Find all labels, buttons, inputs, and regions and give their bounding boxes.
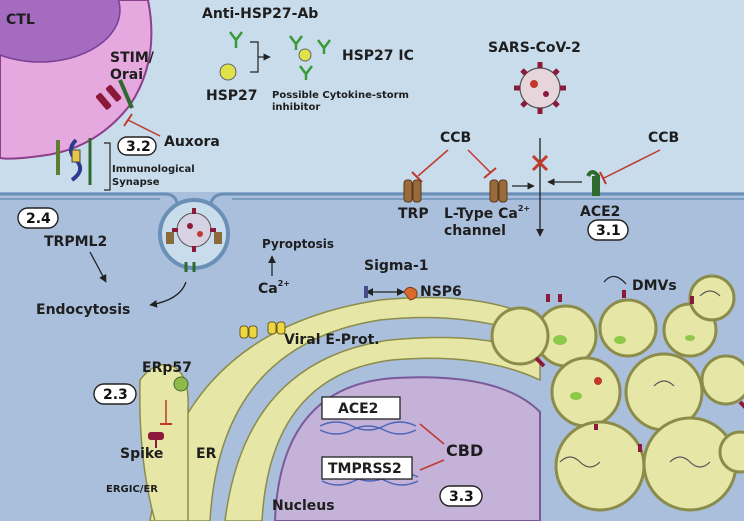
synapse-line1: Immunological xyxy=(112,164,195,175)
cbd-label: CBD xyxy=(446,441,483,460)
ergic-er-label: ERGIC/ER xyxy=(106,484,158,495)
ccb-ace2-bar xyxy=(599,171,607,185)
ace2-gene-label: ACE2 xyxy=(338,401,378,417)
auxora-label: Auxora xyxy=(164,134,220,150)
ergic-er-compartment xyxy=(139,363,189,521)
synapse-line2: Synapse xyxy=(112,177,160,188)
cbd-ace2-inhibit xyxy=(419,423,445,445)
badge-3-3: 3.3 xyxy=(439,485,483,507)
badge-2-3-text: 2.3 xyxy=(103,387,128,403)
auxora-inhibit-bar xyxy=(123,113,133,127)
trpml2-arrow xyxy=(89,251,107,283)
viral-e-protein xyxy=(239,321,286,339)
l-type-channel xyxy=(489,179,508,203)
ccb-right-label: CCB xyxy=(648,130,679,146)
ccb-left-label: CCB xyxy=(440,130,471,146)
viral-e-prot-label: Viral E-Prot. xyxy=(284,332,380,348)
ctl-cell xyxy=(0,0,153,160)
synapse-label: Immunological Synapse xyxy=(112,164,198,188)
dna-strand-ace2-b xyxy=(319,425,417,435)
auxora-inhibit-line xyxy=(127,119,161,137)
badge-2-3: 2.3 xyxy=(93,383,137,405)
pyroptosis-label: Pyroptosis xyxy=(262,237,334,251)
stim-orai-label: STIM/ Orai xyxy=(110,50,159,83)
synapse-bracket xyxy=(104,142,111,191)
ccb-trp-inhibit xyxy=(417,149,449,177)
ltype-line2: channel xyxy=(444,223,506,239)
dmv-cluster xyxy=(490,274,744,512)
ltype-line1: L-Type Ca2+ xyxy=(444,204,530,222)
badge-2-4-text: 2.4 xyxy=(26,211,51,227)
tmprss2-gene-box xyxy=(321,456,413,480)
cytokine-line1: Possible Cytokine-storm xyxy=(272,90,409,101)
tmprss2-gene-label: TMPRSS2 xyxy=(328,461,402,477)
ace2-receptor xyxy=(586,170,600,196)
dmvs-pointer xyxy=(603,275,627,285)
ca-text: Ca xyxy=(258,281,278,297)
hsp27-ic-label: HSP27 IC xyxy=(342,48,414,64)
badge-3-1: 3.1 xyxy=(587,219,629,241)
sars-cov-2-label: SARS-CoV-2 xyxy=(488,40,581,56)
trp-channel xyxy=(403,179,422,203)
nsp6-icon xyxy=(403,286,418,301)
stim-line1: STIM/ xyxy=(110,50,155,66)
cbd-tmprss2-inhibit xyxy=(419,459,445,471)
entry-block-icon xyxy=(531,154,549,172)
dna-strand-ace2 xyxy=(319,421,417,431)
ctl-label: CTL xyxy=(6,12,35,28)
stim-orai-channel xyxy=(95,79,134,110)
badge-3-3-text: 3.3 xyxy=(449,489,474,505)
nucleus-label: Nucleus xyxy=(272,498,335,514)
hsp27-ic-icon xyxy=(289,35,331,80)
endocytic-vesicle xyxy=(158,198,230,272)
spike-label: Spike xyxy=(120,446,163,462)
antibody-icon xyxy=(229,31,243,48)
nsp6-label: NSP6 xyxy=(420,284,462,300)
ace2-gene-box xyxy=(321,396,401,420)
synapse-receptors xyxy=(56,138,92,185)
anti-hsp27-ab-label: Anti-HSP27-Ab xyxy=(202,6,318,22)
ca-sup: 2+ xyxy=(278,279,290,288)
ccb-ltype-inhibit xyxy=(467,149,491,173)
ace2-membrane-label: ACE2 xyxy=(580,204,620,220)
sigma-1-label: Sigma-1 xyxy=(364,258,429,274)
sars-cov-2-virion xyxy=(514,62,566,114)
spike-icon xyxy=(148,432,164,448)
ca-label: Ca2+ xyxy=(258,279,290,297)
hsp27-label: HSP27 xyxy=(206,88,258,104)
badge-3-2-text: 3.2 xyxy=(126,139,151,155)
trp-label: TRP xyxy=(398,206,429,222)
er-label: ER xyxy=(196,446,217,462)
sigma-1-icon xyxy=(364,286,368,298)
erp57-icon xyxy=(173,376,189,392)
badge-3-1-text: 3.1 xyxy=(596,223,621,239)
trpml2-label: TRPML2 xyxy=(44,234,107,250)
endocytosis-arrow xyxy=(149,281,187,308)
hsp27-icon xyxy=(219,63,237,81)
dmvs-label: DMVs xyxy=(632,278,677,294)
ccb-ltype-bar xyxy=(483,167,497,179)
ccb-ace2-inhibit xyxy=(603,149,661,179)
badge-3-2: 3.2 xyxy=(117,136,157,156)
stim-line2: Orai xyxy=(110,67,143,83)
cytokine-label: Possible Cytokine-storm inhibitor xyxy=(272,90,412,113)
cytokine-line2: inhibitor xyxy=(272,102,320,113)
hsp27-brace xyxy=(250,41,270,73)
l-type-label: L-Type Ca2+ channel xyxy=(444,199,535,239)
badge-2-4: 2.4 xyxy=(17,207,59,229)
endocytosis-label: Endocytosis xyxy=(36,302,130,318)
erp57-label: ERp57 xyxy=(142,360,192,376)
